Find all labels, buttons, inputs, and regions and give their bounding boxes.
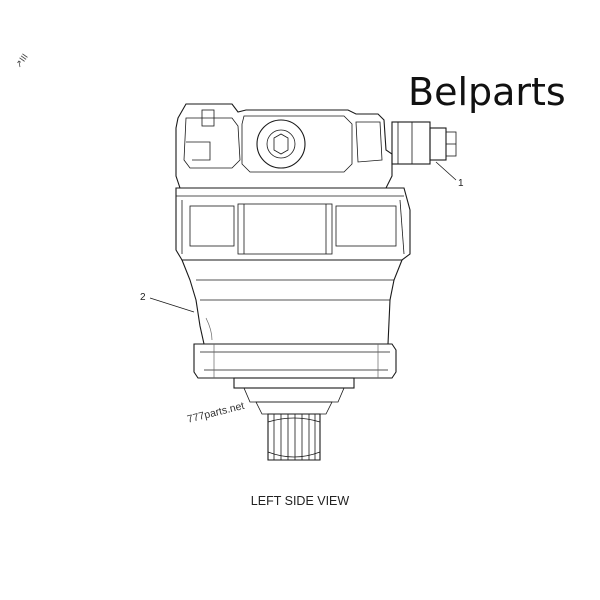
pump-body — [175, 187, 411, 261]
callout-2: 2 — [140, 292, 146, 303]
brand-logo-text: Belparts — [408, 70, 566, 114]
view-label: LEFT SIDE VIEW — [250, 494, 350, 508]
leader-line-2 — [149, 297, 195, 313]
callout-1: 1 — [458, 178, 464, 189]
pilot-collar — [233, 377, 355, 415]
pump-lower-housing — [181, 259, 403, 345]
leader-line-1 — [435, 161, 457, 181]
side-fitting — [391, 121, 457, 165]
mounting-flange — [193, 343, 397, 379]
splined-shaft — [267, 413, 321, 461]
pump-head — [175, 103, 393, 189]
